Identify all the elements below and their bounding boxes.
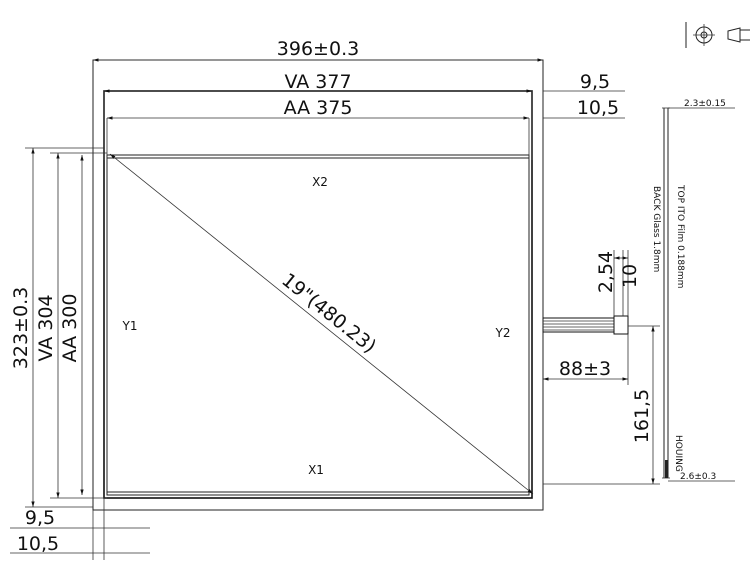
overall-height-label: 323±0.3 (10, 287, 32, 369)
y1-label: Y1 (122, 319, 138, 333)
fpc-tail-connector (542, 250, 629, 335)
active-area-outline (106, 154, 530, 496)
top-thickness-label: 2.3±0.15 (684, 99, 726, 109)
right-offset-aa-label: 10,5 (577, 97, 619, 119)
aa-width-label: AA 375 (284, 97, 353, 119)
top-layer-label: TOP ITO Film 0.188mm (675, 184, 685, 288)
x1-label: X1 (308, 463, 324, 477)
va-width-label: VA 377 (284, 71, 351, 93)
aa-height-label: AA 300 (59, 294, 81, 363)
side-view-profile (662, 107, 735, 482)
height-dimensions (10, 147, 150, 560)
housing-label: HOUING (673, 435, 683, 472)
right-offset-va-label: 9,5 (580, 71, 610, 93)
diagonal-label: 19"(480.23) (277, 269, 380, 358)
tail-width-label: 10 (619, 264, 641, 288)
tail-length-label: 88±3 (559, 358, 611, 380)
bottom-thickness-label: 2.6±0.3 (680, 472, 716, 482)
overall-width-label: 396±0.3 (277, 38, 359, 60)
panel-outline (92, 59, 544, 511)
bottom-offset-va-label: 9,5 (25, 507, 55, 529)
diagonal-dimension-line (109, 153, 534, 495)
tail-position-label: 161,5 (631, 389, 653, 443)
x2-label: X2 (312, 175, 328, 189)
va-height-label: VA 304 (35, 294, 57, 361)
bottom-offset-aa-label: 10,5 (17, 533, 59, 555)
projection-symbol-icon (685, 22, 750, 48)
y2-label: Y2 (495, 326, 511, 340)
width-dimensions (93, 58, 625, 160)
tail-pitch-label: 2,54 (595, 251, 617, 293)
back-layer-label: BACK Glass 1.8mm (651, 186, 661, 272)
